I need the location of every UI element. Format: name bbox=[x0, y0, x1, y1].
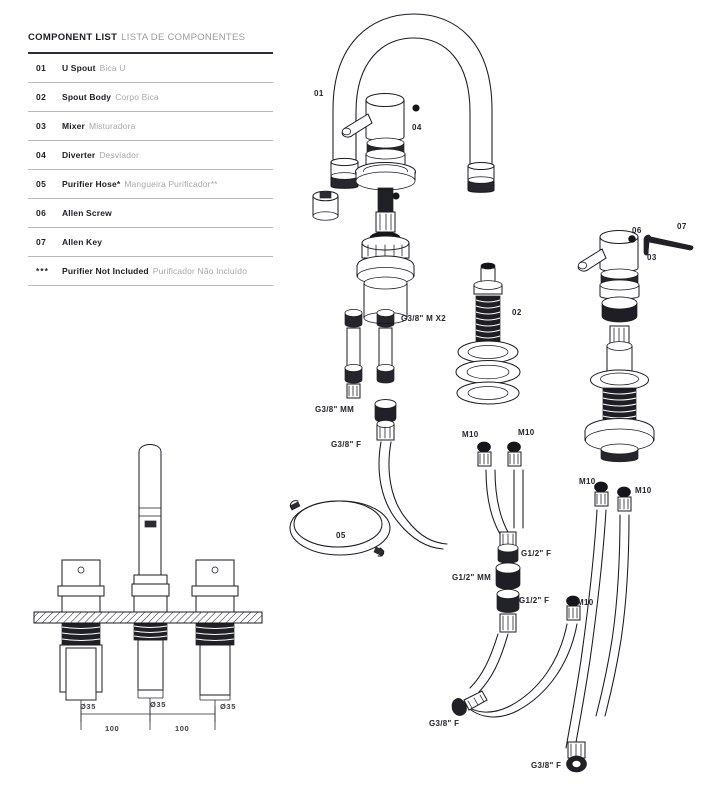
thread-label-m10-right-a: M10 bbox=[579, 477, 596, 486]
allen-screw-dot bbox=[412, 104, 420, 112]
list-item-footnote: *** Purifier Not Included Purificador Nã… bbox=[28, 257, 273, 285]
g12-coupler-bot bbox=[496, 589, 520, 633]
callout-02: 02 bbox=[512, 308, 522, 317]
extension-tube-left-2 bbox=[374, 309, 397, 441]
m10-connector-left bbox=[477, 441, 492, 467]
list-item-label-pt: Misturadora bbox=[88, 120, 136, 131]
list-item-label-en: Purifier Not Included bbox=[62, 266, 149, 277]
thread-label-g38-f-left: G3/8" F bbox=[331, 440, 362, 449]
callout-01: 01 bbox=[314, 89, 324, 98]
callout-05: 05 bbox=[336, 531, 346, 540]
dimension-span-right: 100 bbox=[175, 724, 190, 733]
installation-view bbox=[33, 444, 263, 730]
diameter-leader-lines bbox=[65, 688, 231, 730]
thread-label-m10-right-b: M10 bbox=[635, 486, 652, 495]
dimension-hole-3: Ø35 bbox=[220, 702, 236, 711]
component-list-header-pt: LISTA DE COMPONENTES bbox=[121, 32, 246, 43]
component-list-header-en: COMPONENT LIST bbox=[28, 32, 118, 43]
list-item: 04 Diverter Desviador bbox=[28, 141, 273, 169]
dimension-hole-1: Ø35 bbox=[80, 702, 96, 711]
list-item: 07 Allen Key bbox=[28, 228, 273, 256]
flexible-hose-bundle-bottom bbox=[465, 623, 578, 718]
list-item-label-en: Purifier Hose* bbox=[62, 178, 121, 189]
m10-connector-right-pair bbox=[594, 481, 632, 512]
m10-connector-lower bbox=[566, 595, 581, 621]
list-item-label-en: U Spout bbox=[62, 62, 96, 73]
dimension-span-left: 100 bbox=[105, 724, 120, 733]
cap-part bbox=[312, 190, 339, 221]
list-rule bbox=[28, 81, 273, 83]
extension-tube-left bbox=[344, 309, 363, 399]
flexible-hose-bundle-center bbox=[378, 441, 524, 550]
thread-label-g38-mm: G3/8" MM bbox=[315, 405, 355, 414]
list-item-label-en: Diverter bbox=[62, 149, 96, 160]
list-item-number: 01 bbox=[36, 62, 47, 73]
u-spout-part bbox=[330, 13, 495, 193]
list-item-label-pt: Purificador Não Incluído bbox=[152, 266, 248, 277]
thread-label-g38-m-x2: G3/8" M X2 bbox=[401, 314, 447, 323]
callout-06: 06 bbox=[632, 226, 642, 235]
dimension-hole-2: Ø35 bbox=[150, 700, 166, 709]
list-item: 01 U Spout Bica U bbox=[28, 54, 273, 82]
list-item-number: 04 bbox=[36, 149, 47, 160]
list-item-label-en: Allen Key bbox=[62, 237, 103, 248]
list-item-number: 05 bbox=[36, 178, 47, 189]
g12-coupler-mid bbox=[495, 562, 521, 590]
callout-07: 07 bbox=[677, 222, 687, 231]
list-item-number: *** bbox=[36, 266, 49, 277]
allen-screw-dot bbox=[392, 192, 400, 200]
list-item-label-pt: Mangueira Purificador** bbox=[124, 178, 218, 189]
hose-end-fitting-bottom-right bbox=[566, 741, 587, 773]
list-item: 03 Mixer Misturadora bbox=[28, 112, 273, 140]
list-item-label-en: Mixer bbox=[62, 120, 85, 131]
list-rule bbox=[28, 227, 273, 229]
thread-label-g38-f-bottom-right: G3/8" F bbox=[531, 761, 562, 770]
m10-connector-right bbox=[507, 441, 522, 467]
list-rule bbox=[28, 285, 273, 287]
thread-label-g12-f-top: G1/2" F bbox=[521, 549, 552, 558]
list-rule-top bbox=[28, 52, 273, 54]
thread-label-g38-f-bottom-left: G3/8" F bbox=[429, 719, 460, 728]
diverter-part bbox=[341, 93, 416, 233]
list-rule bbox=[28, 197, 273, 200]
list-rule bbox=[28, 256, 273, 258]
list-item-number: 02 bbox=[36, 91, 47, 102]
list-rule bbox=[28, 110, 273, 112]
allen-screw-dot bbox=[628, 235, 636, 243]
list-item-number: 07 bbox=[36, 237, 47, 248]
thread-label-m10-a: M10 bbox=[462, 430, 479, 439]
list-item-label-pt: Bica U bbox=[99, 62, 126, 73]
mixer-part bbox=[577, 230, 655, 463]
callout-03: 03 bbox=[647, 253, 657, 262]
purifier-hose-coil bbox=[289, 500, 391, 557]
hose-end-fitting-bottom-left bbox=[451, 690, 488, 716]
list-item-number: 03 bbox=[36, 120, 47, 131]
list-rule bbox=[28, 139, 273, 141]
list-item: 05 Purifier Hose* Mangueira Purificador*… bbox=[28, 170, 273, 198]
thread-label-m10-right-c: M10 bbox=[577, 598, 594, 607]
list-rule bbox=[28, 168, 273, 170]
list-item: 02 Spout Body Corpo Bica bbox=[28, 83, 273, 111]
allen-key-part bbox=[643, 234, 694, 256]
callout-04: 04 bbox=[412, 123, 422, 132]
list-item: 06 Allen Screw bbox=[28, 199, 273, 227]
thread-label-m10-b: M10 bbox=[518, 428, 535, 437]
thread-label-g12-mm: G1/2" MM bbox=[452, 573, 492, 582]
spout-body-part bbox=[455, 262, 521, 405]
list-item-label-pt: Corpo Bica bbox=[115, 91, 159, 102]
list-item-label-en: Allen Screw bbox=[62, 208, 112, 219]
list-item-label-en: Spout Body bbox=[62, 91, 112, 102]
g12-coupler-top bbox=[497, 531, 519, 564]
list-item-label-pt: Desviador bbox=[99, 149, 139, 160]
list-item-number: 06 bbox=[36, 208, 47, 219]
spacing-dimension-lines bbox=[80, 706, 216, 722]
flexible-hose-bundle-right bbox=[565, 509, 630, 749]
thread-label-g12-f-bot: G1/2" F bbox=[519, 596, 550, 605]
